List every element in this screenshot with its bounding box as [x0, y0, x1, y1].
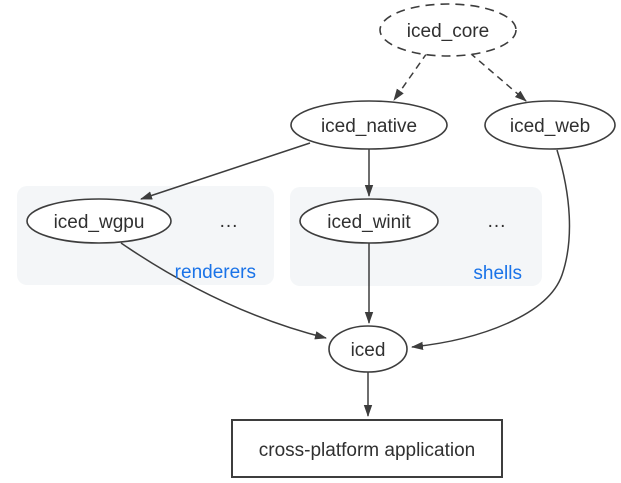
edge-iced-core-to-iced-web — [469, 52, 527, 102]
node-iced-native-label: iced_native — [321, 116, 417, 137]
nodes: iced_core iced_native iced_web iced_wgpu… — [26, 3, 616, 478]
node-iced-winit-label: iced_winit — [327, 212, 411, 233]
edge-iced-native-to-iced-wgpu — [140, 142, 311, 200]
node-iced — [328, 325, 408, 373]
node-iced-label: iced — [351, 340, 386, 361]
node-iced-core-label: iced_core — [407, 21, 489, 42]
edge-iced-wgpu-to-iced — [120, 242, 327, 340]
node-iced-web — [484, 100, 616, 150]
renderers-ellipsis: ... — [220, 211, 239, 232]
node-application — [231, 419, 503, 478]
node-iced-winit — [299, 198, 439, 244]
shells-ellipsis: ... — [488, 211, 507, 232]
node-iced-wgpu — [26, 198, 172, 244]
renderers-group-label: renderers — [175, 262, 256, 283]
node-iced-core — [379, 3, 517, 57]
edges — [120, 52, 571, 417]
node-iced-native — [290, 100, 448, 150]
node-iced-web-label: iced_web — [510, 116, 590, 137]
shells-group-label: shells — [473, 263, 522, 284]
edge-iced-web-to-iced — [411, 149, 571, 351]
node-iced-wgpu-label: iced_wgpu — [54, 212, 145, 233]
edge-iced-core-to-iced-native — [393, 52, 428, 101]
node-application-label: cross-platform application — [259, 440, 475, 461]
